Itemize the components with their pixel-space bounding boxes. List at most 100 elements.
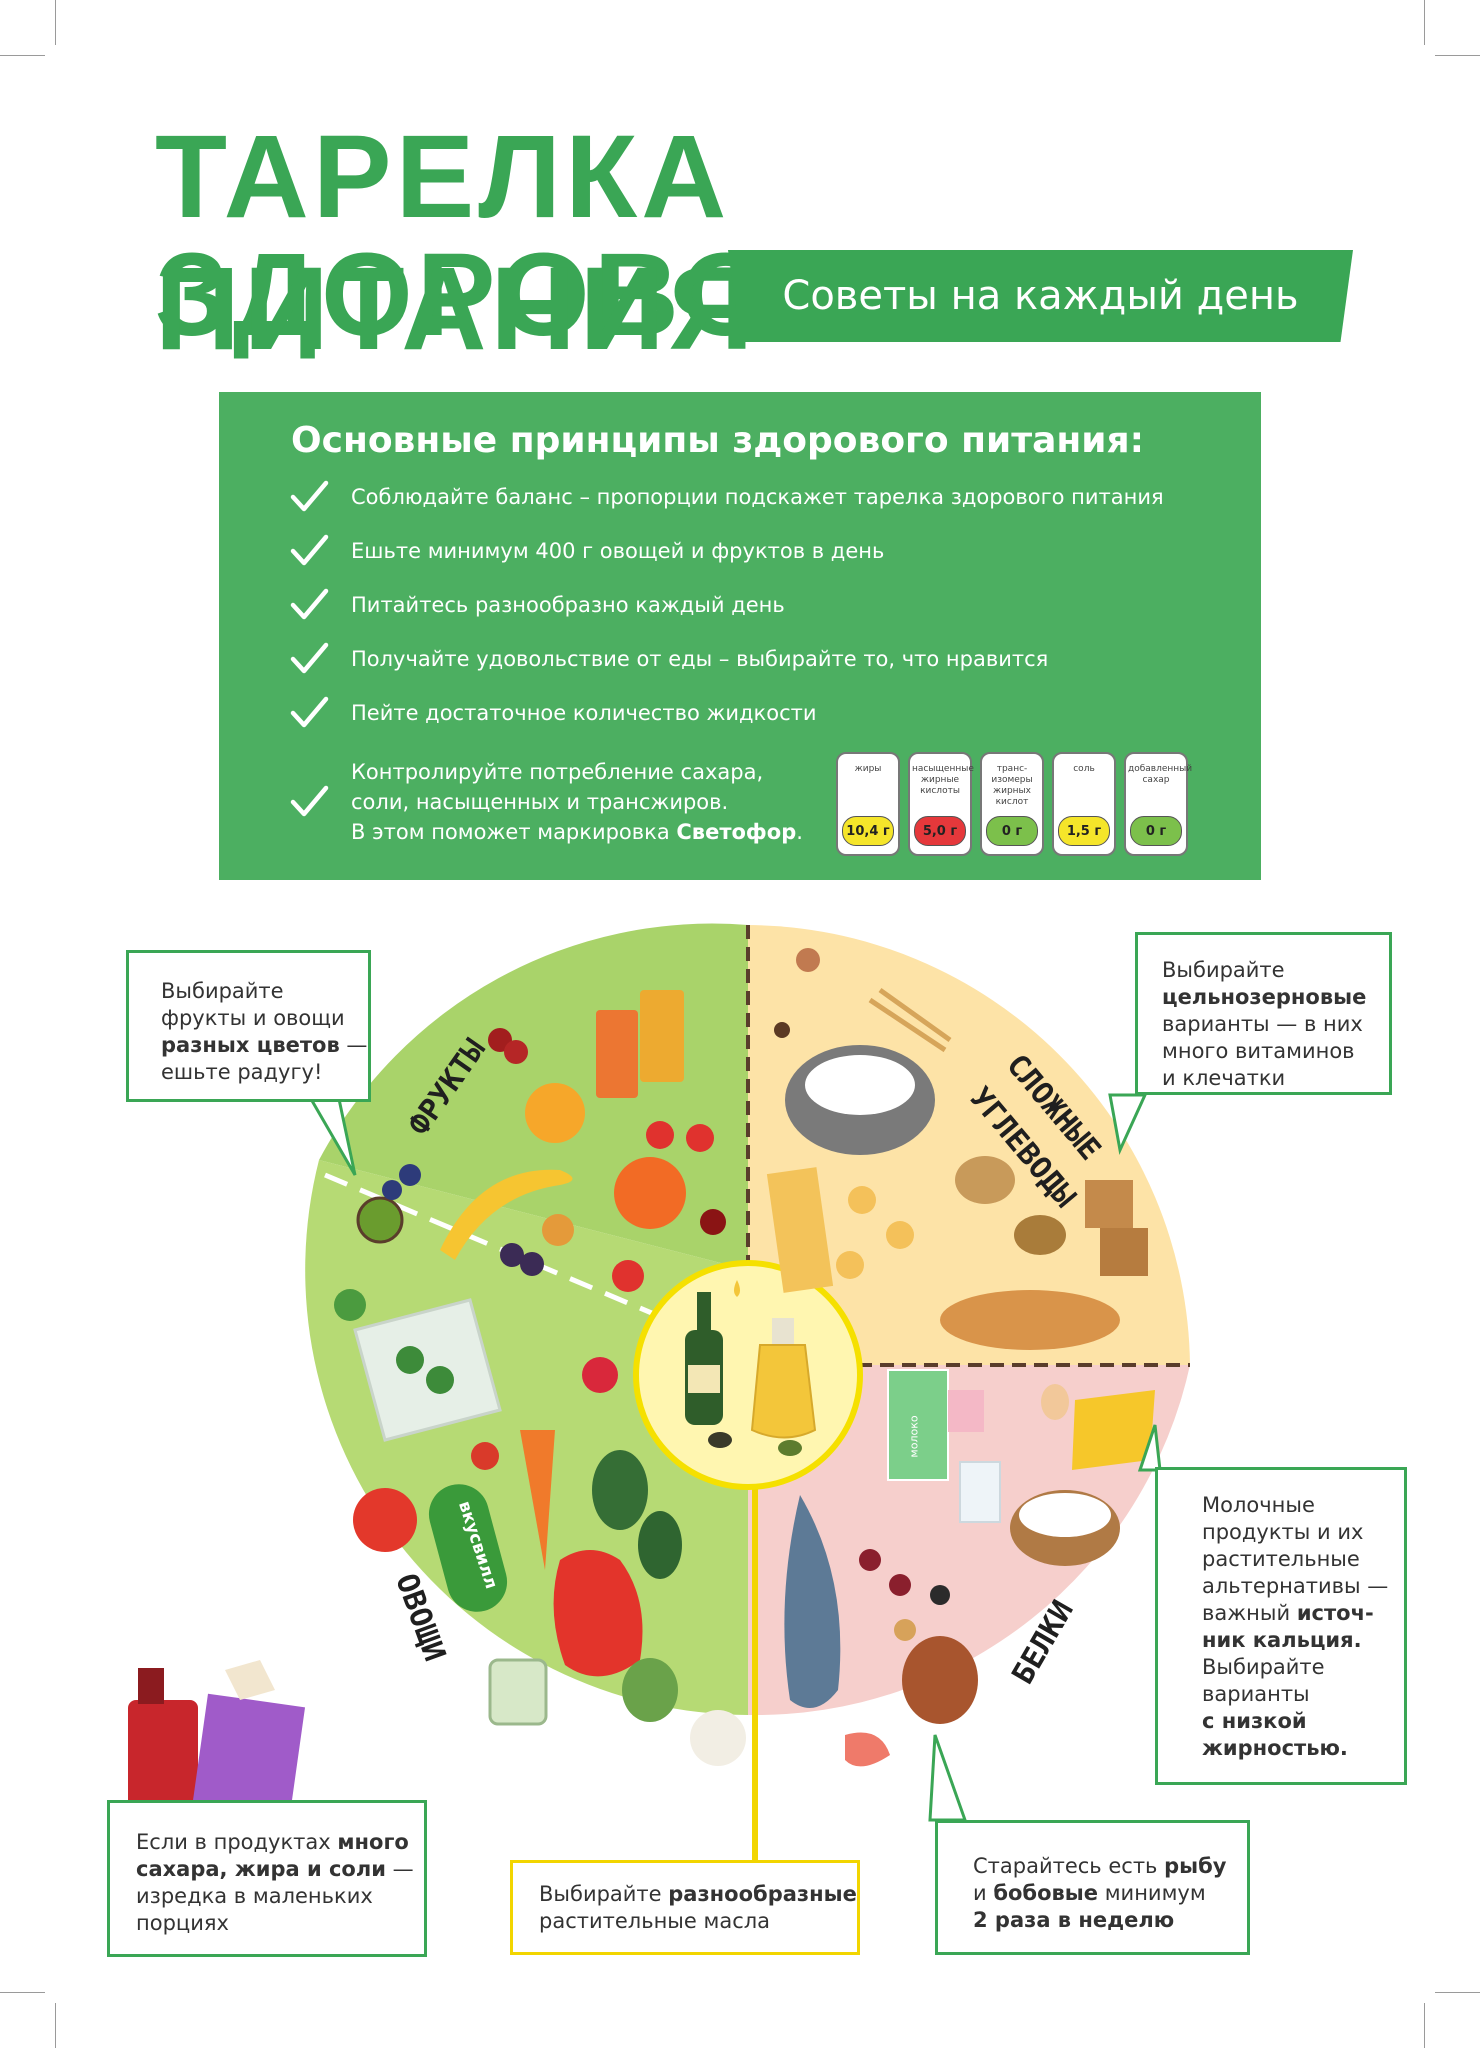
cottage-cheese-icon bbox=[1019, 1493, 1111, 1537]
kiwi-icon bbox=[356, 1196, 404, 1244]
traffic-label-cell: добавленный сахар 0 г bbox=[1124, 752, 1193, 856]
peanut-icon bbox=[894, 1619, 916, 1641]
yogurt-cup-icon bbox=[948, 1390, 984, 1432]
milk-carton-text: молоко bbox=[907, 1415, 921, 1458]
coffee-bean-icon bbox=[774, 1022, 790, 1038]
callout-carbs: Выбирайте цельнозерновые варианты — в ни… bbox=[1135, 932, 1392, 1095]
cherry-icon bbox=[504, 1040, 528, 1064]
rice-icon bbox=[805, 1055, 915, 1115]
traffic-label-value: 1,5 г bbox=[1058, 816, 1110, 846]
callout-sugar-fat-salt: Если в продуктах много сахара, жира и со… bbox=[107, 1800, 427, 1957]
tomato-icon bbox=[471, 1442, 499, 1470]
principle-text: Получайте удовольствие от еды – выбирайт… bbox=[351, 647, 1049, 671]
traffic-label-value: 0 г bbox=[1130, 816, 1182, 846]
dried-fruit-icon bbox=[500, 1243, 524, 1267]
oil-center-circle bbox=[633, 1260, 863, 1490]
callout-fruits: Выбирайте фрукты и овощи разных цветов —… bbox=[126, 950, 371, 1102]
oil-jug-cap bbox=[772, 1318, 794, 1344]
traffic-label-value: 10,4 г bbox=[842, 816, 894, 846]
blueberry-icon bbox=[382, 1180, 402, 1200]
spaghetti-icon bbox=[766, 1167, 834, 1293]
oil-bottle-neck bbox=[697, 1292, 711, 1334]
principles-heading: Основные принципы здорового питания: bbox=[291, 420, 1144, 461]
bell-pepper-icon bbox=[553, 1550, 643, 1677]
olive-icon bbox=[778, 1440, 802, 1456]
olive-icon bbox=[708, 1432, 732, 1448]
subtitle: Советы на каждый день bbox=[782, 273, 1299, 319]
strawberry-icon bbox=[646, 1121, 674, 1149]
crop-mark bbox=[1435, 55, 1480, 56]
cheese-icon bbox=[1072, 1390, 1155, 1470]
blueberry-icon bbox=[399, 1164, 421, 1186]
callout-fish-legumes: Старайтесь есть рыбу и бобовые минимум 2… bbox=[935, 1820, 1250, 1955]
crispbread-icon bbox=[1100, 1228, 1148, 1276]
milk-carton-icon bbox=[887, 1369, 949, 1481]
checkmark-icon bbox=[290, 534, 329, 566]
potato-icon bbox=[955, 1156, 1015, 1204]
traffic-label-name: добавленный сахар bbox=[1128, 764, 1193, 785]
bean-icon bbox=[889, 1574, 911, 1596]
principle-text-last: Контролируйте потребление сахара, соли, … bbox=[351, 760, 803, 844]
traffic-label-name: транс-изомеры жирных кислот bbox=[991, 764, 1033, 807]
traffic-label-value: 0 г bbox=[986, 816, 1038, 846]
subtitle-banner: Советы на каждый день bbox=[728, 250, 1353, 342]
juice-glass-icon bbox=[640, 990, 684, 1082]
salmon-icon bbox=[845, 1732, 890, 1767]
juice-glass-icon bbox=[596, 1010, 638, 1098]
tomato-icon bbox=[353, 1488, 417, 1552]
callout-dairy: Молочные продукты и их растительные альт… bbox=[1155, 1467, 1407, 1785]
callout-pointer bbox=[1108, 1093, 1148, 1155]
banana-icon bbox=[440, 1169, 573, 1260]
milk-glass-icon bbox=[959, 1461, 1001, 1523]
principle-item: Контролируйте потребление сахара, соли, … bbox=[289, 757, 803, 847]
principle-item: Питайтесь разнообразно каждый день bbox=[289, 585, 785, 625]
fish-icon bbox=[784, 1495, 841, 1708]
principle-item: Ешьте минимум 400 г овощей и фруктов в д… bbox=[289, 531, 884, 571]
broccoli-icon bbox=[426, 1366, 454, 1394]
principle-text: Ешьте минимум 400 г овощей и фруктов в д… bbox=[351, 539, 885, 563]
principle-item: Соблюдайте баланс – пропорции подскажет … bbox=[289, 477, 1164, 517]
callout-pointer bbox=[928, 1734, 968, 1822]
traffic-label-name: соль bbox=[1073, 764, 1095, 774]
egg-icon bbox=[1041, 1384, 1069, 1420]
oil-bottle-label bbox=[688, 1365, 720, 1393]
checkmark-icon bbox=[290, 642, 329, 674]
traffic-label-cell: транс-изомеры жирных кислот 0 г bbox=[980, 752, 1044, 856]
callout-oils: Выбирайте разнообразные растительные мас… bbox=[510, 1860, 860, 1955]
ketchup-bottle-cap bbox=[138, 1668, 164, 1704]
spinach-leaf-icon bbox=[592, 1450, 648, 1530]
radish-icon bbox=[582, 1357, 618, 1393]
canned-peas-icon bbox=[488, 1658, 548, 1726]
carrot-icon bbox=[520, 1430, 555, 1570]
crop-mark bbox=[1424, 0, 1425, 45]
wheat-icon bbox=[868, 987, 952, 1053]
crop-mark bbox=[0, 1992, 45, 1993]
crop-mark bbox=[55, 0, 56, 45]
potato-icon bbox=[1014, 1215, 1066, 1255]
nut-icon bbox=[796, 948, 820, 972]
pasta-icon bbox=[886, 1221, 914, 1249]
callout-pointer bbox=[1137, 1424, 1162, 1472]
crop-mark bbox=[0, 55, 45, 56]
svetofor-label: Светофор bbox=[676, 820, 797, 844]
bean-icon bbox=[859, 1549, 881, 1571]
dried-apricot-icon bbox=[542, 1214, 574, 1246]
crop-mark bbox=[1435, 1992, 1480, 1993]
chicken-leg-icon bbox=[902, 1636, 978, 1724]
principle-item: Получайте удовольствие от еды – выбирайт… bbox=[289, 639, 1048, 679]
checkmark-icon bbox=[290, 696, 329, 728]
oil-drop-icon bbox=[734, 1280, 740, 1297]
broccoli-icon bbox=[334, 1289, 366, 1321]
principle-text: Соблюдайте баланс – пропорции подскажет … bbox=[351, 485, 1164, 509]
oil-jug-icon bbox=[750, 1344, 817, 1439]
crop-mark bbox=[1424, 2003, 1425, 2048]
onion-icon bbox=[690, 1710, 746, 1766]
strawberry-icon bbox=[612, 1260, 644, 1292]
traffic-label-cell: соль 1,5 г bbox=[1052, 752, 1116, 856]
frozen-broccoli-bag-icon bbox=[353, 1298, 502, 1442]
pasta-icon bbox=[836, 1251, 864, 1279]
